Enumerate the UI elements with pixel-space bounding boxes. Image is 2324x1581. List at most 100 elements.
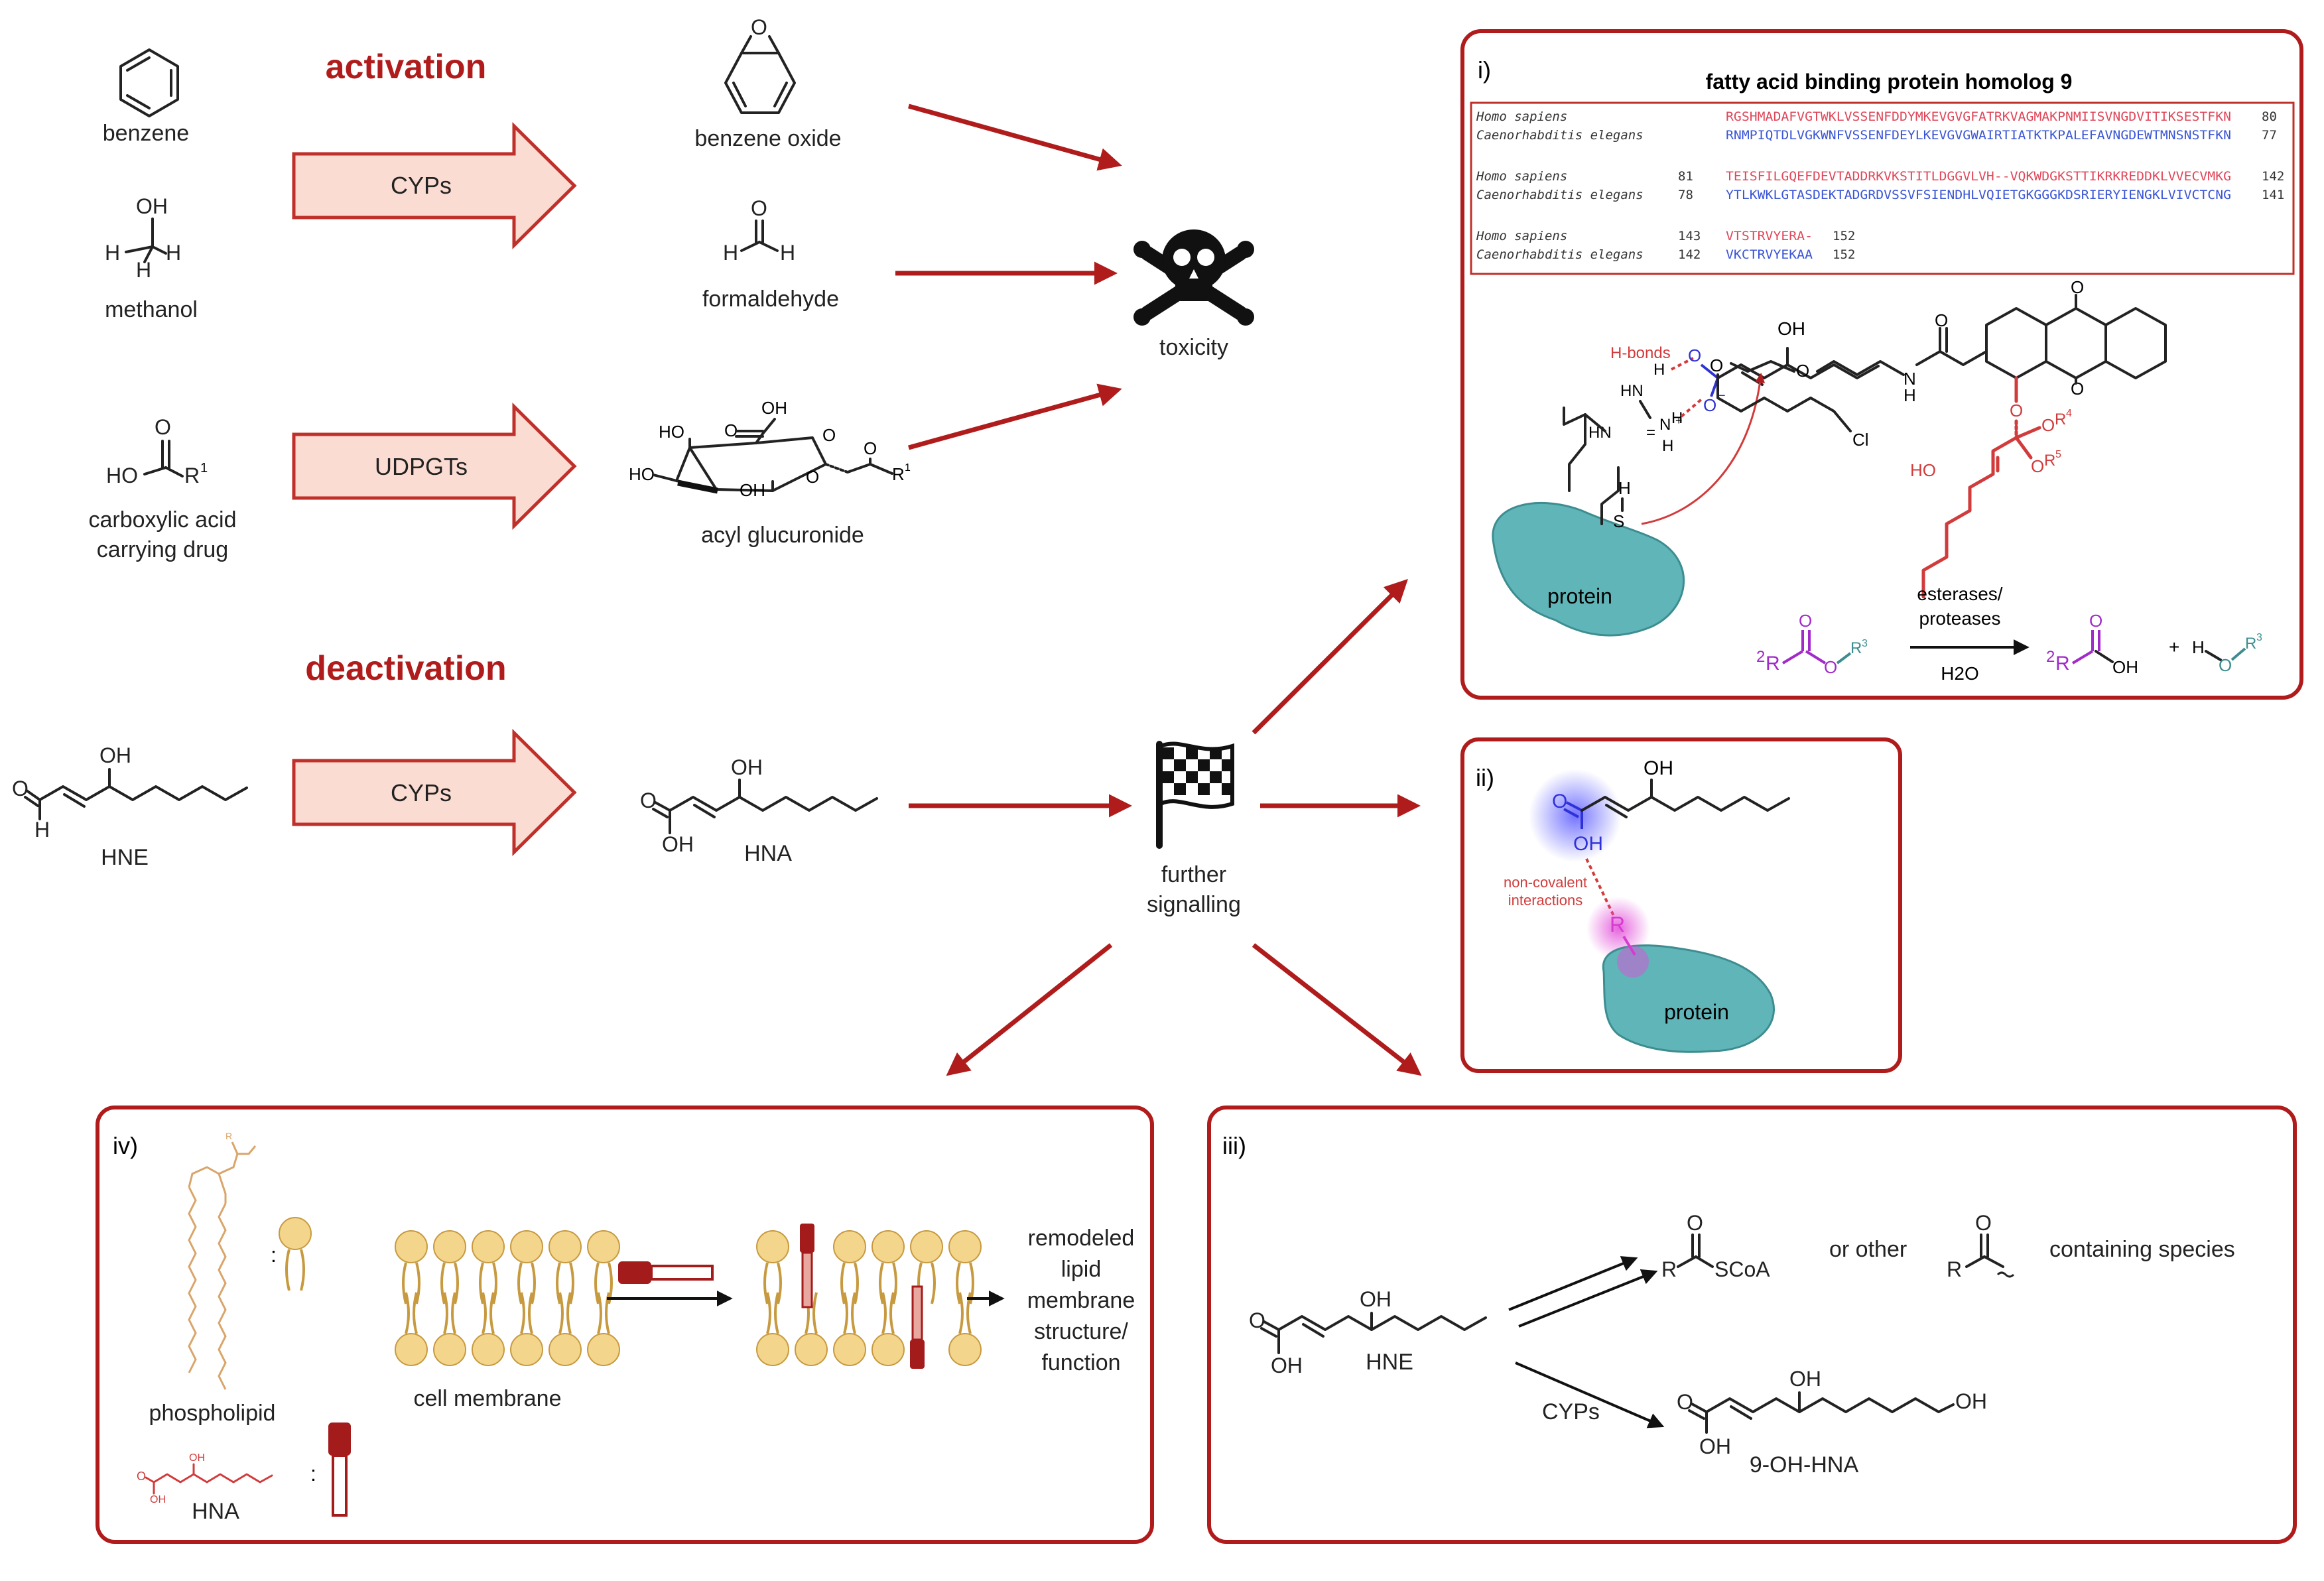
alignment-box bbox=[1470, 101, 2295, 275]
alignment-end: 77 bbox=[2262, 128, 2277, 143]
svg-text:OH: OH bbox=[1699, 1434, 1731, 1458]
svg-text:O: O bbox=[1703, 395, 1716, 415]
arrow-to-panel-i bbox=[1252, 579, 1408, 735]
svg-text:OH: OH bbox=[1573, 833, 1603, 855]
svg-text:O: O bbox=[724, 420, 738, 440]
remodeled-line: function bbox=[1041, 1350, 1120, 1375]
svg-text:H: H bbox=[34, 818, 50, 842]
svg-text:OH: OH bbox=[189, 1452, 205, 1464]
svg-text:O: O bbox=[2071, 379, 2084, 399]
alignment-end: 142 bbox=[2262, 169, 2284, 184]
svg-text:R: R bbox=[892, 464, 905, 484]
panel-iv-label: iv) bbox=[113, 1132, 138, 1159]
hna-bound-structure: O OH OH bbox=[1552, 757, 1790, 855]
svg-text:H: H bbox=[723, 241, 738, 265]
hbonds-label: H-bonds bbox=[1610, 344, 1671, 362]
hna-insertion-icon bbox=[618, 1261, 714, 1284]
svg-text:O: O bbox=[137, 1470, 146, 1483]
carboxylic-drug-label-1: carboxylic acid bbox=[89, 507, 237, 533]
alignment-sequence: TEISFILGQEFDEVTADDRKVKSTITLDGGVLVH--VQKW… bbox=[1726, 169, 2231, 184]
9-oh-hna-structure: O OH OH OH bbox=[1677, 1367, 1987, 1458]
svg-text:O: O bbox=[864, 438, 877, 458]
formaldehyde-label: formaldehyde bbox=[702, 286, 839, 312]
svg-text:OH: OH bbox=[1777, 318, 1805, 339]
svg-text:1: 1 bbox=[200, 461, 208, 475]
panel-iii-frame bbox=[1207, 1106, 2297, 1544]
svg-text:O: O bbox=[2041, 415, 2055, 435]
svg-text:R: R bbox=[2245, 635, 2256, 653]
phospholipid-label: phospholipid bbox=[149, 1401, 276, 1426]
toxicity-label: toxicity bbox=[1159, 335, 1228, 360]
cell-membrane-icon bbox=[395, 1230, 620, 1366]
alignment-end: 152 bbox=[1833, 229, 1855, 243]
further-label-1: further bbox=[1161, 862, 1226, 887]
svg-text:3: 3 bbox=[1862, 638, 1868, 649]
svg-text:O: O bbox=[806, 467, 819, 487]
red-ester-chain: O HO O R 4 O R 5 bbox=[1910, 376, 2072, 599]
svg-text:OH: OH bbox=[1271, 1354, 1303, 1377]
arrow-hydroxylation bbox=[1515, 1361, 1665, 1428]
alignment-start: 142 bbox=[1678, 247, 1701, 262]
methanol-structure: OH H H H bbox=[105, 194, 181, 282]
skull-crossbones-icon bbox=[1133, 229, 1254, 326]
svg-text:O: O bbox=[1688, 346, 1701, 365]
svg-text:R: R bbox=[2044, 452, 2055, 470]
esterases-label-2: proteases bbox=[1919, 608, 2001, 629]
svg-text:2: 2 bbox=[2046, 648, 2055, 666]
acyl-glucuronide-structure: OH O O HO HO OH O O R 1 bbox=[629, 398, 911, 500]
svg-text:S: S bbox=[1613, 511, 1624, 531]
remodeled-membrane-icon bbox=[756, 1224, 982, 1369]
esterases-label-1: esterases/ bbox=[1917, 584, 2002, 604]
checkered-flag-icon bbox=[1156, 741, 1234, 849]
scoa-label: SCoA bbox=[1714, 1257, 1770, 1281]
alignment-end: 141 bbox=[2262, 188, 2284, 202]
phospholipid-icon bbox=[279, 1217, 312, 1291]
svg-text:H: H bbox=[1653, 361, 1665, 379]
svg-text:=: = bbox=[1646, 424, 1655, 442]
arrow-to-panel-iii bbox=[1252, 943, 1422, 1076]
arrow-to-panel-iv bbox=[946, 943, 1113, 1076]
svg-text:OH: OH bbox=[1955, 1389, 1987, 1413]
carboxylic-acid-structure: O HO R 1 bbox=[106, 415, 208, 487]
cell-membrane-label: cell membrane bbox=[414, 1386, 562, 1411]
9-oh-hna-label: 9-OH-HNA bbox=[1750, 1452, 1859, 1478]
svg-text:O: O bbox=[751, 15, 767, 39]
svg-text:OH: OH bbox=[150, 1494, 166, 1505]
hna-iv-label: HNA bbox=[192, 1499, 239, 1524]
svg-text:O: O bbox=[2089, 611, 2102, 631]
svg-text:OH: OH bbox=[731, 755, 763, 779]
benzene-structure bbox=[119, 48, 179, 117]
noncovalent-label-2: interactions bbox=[1508, 892, 1583, 909]
svg-text:−: − bbox=[1718, 389, 1726, 403]
svg-text:OH: OH bbox=[740, 480, 765, 500]
hna-label: HNA bbox=[744, 841, 792, 866]
svg-text:R: R bbox=[1947, 1257, 1962, 1281]
udpgts-label: UDPGTs bbox=[375, 453, 468, 480]
panel-iv-frame bbox=[96, 1106, 1154, 1544]
svg-text:R: R bbox=[1766, 653, 1780, 674]
hna-red-structure: O OH OH bbox=[137, 1452, 273, 1505]
benzene-oxide-label: benzene oxide bbox=[694, 126, 841, 151]
svg-text:H: H bbox=[1904, 385, 1916, 405]
alignment-start: 81 bbox=[1678, 169, 1693, 184]
svg-text:O: O bbox=[1799, 611, 1812, 631]
svg-text:O: O bbox=[751, 196, 767, 220]
activation-heading: activation bbox=[326, 48, 487, 86]
svg-text:HO: HO bbox=[659, 422, 684, 442]
svg-text:R: R bbox=[226, 1131, 232, 1141]
further-label-2: signalling bbox=[1147, 892, 1241, 917]
probe-structure: O O O N H O O Cl bbox=[1710, 277, 2167, 450]
svg-text:O: O bbox=[1552, 790, 1567, 812]
svg-text:5: 5 bbox=[2055, 449, 2061, 460]
svg-text:OH: OH bbox=[1360, 1287, 1391, 1311]
benzene-label: benzene bbox=[103, 121, 189, 146]
alignment-species: Caenorhabditis elegans bbox=[1476, 128, 1644, 143]
svg-text:OH: OH bbox=[662, 832, 694, 856]
svg-text:R: R bbox=[2055, 411, 2066, 428]
alignment-end: 80 bbox=[2262, 109, 2277, 124]
svg-text:OH: OH bbox=[136, 194, 168, 218]
r-group-label: R bbox=[1610, 913, 1625, 936]
svg-text:O: O bbox=[155, 415, 171, 439]
cyps-arrow-1: CYPs bbox=[292, 122, 577, 249]
